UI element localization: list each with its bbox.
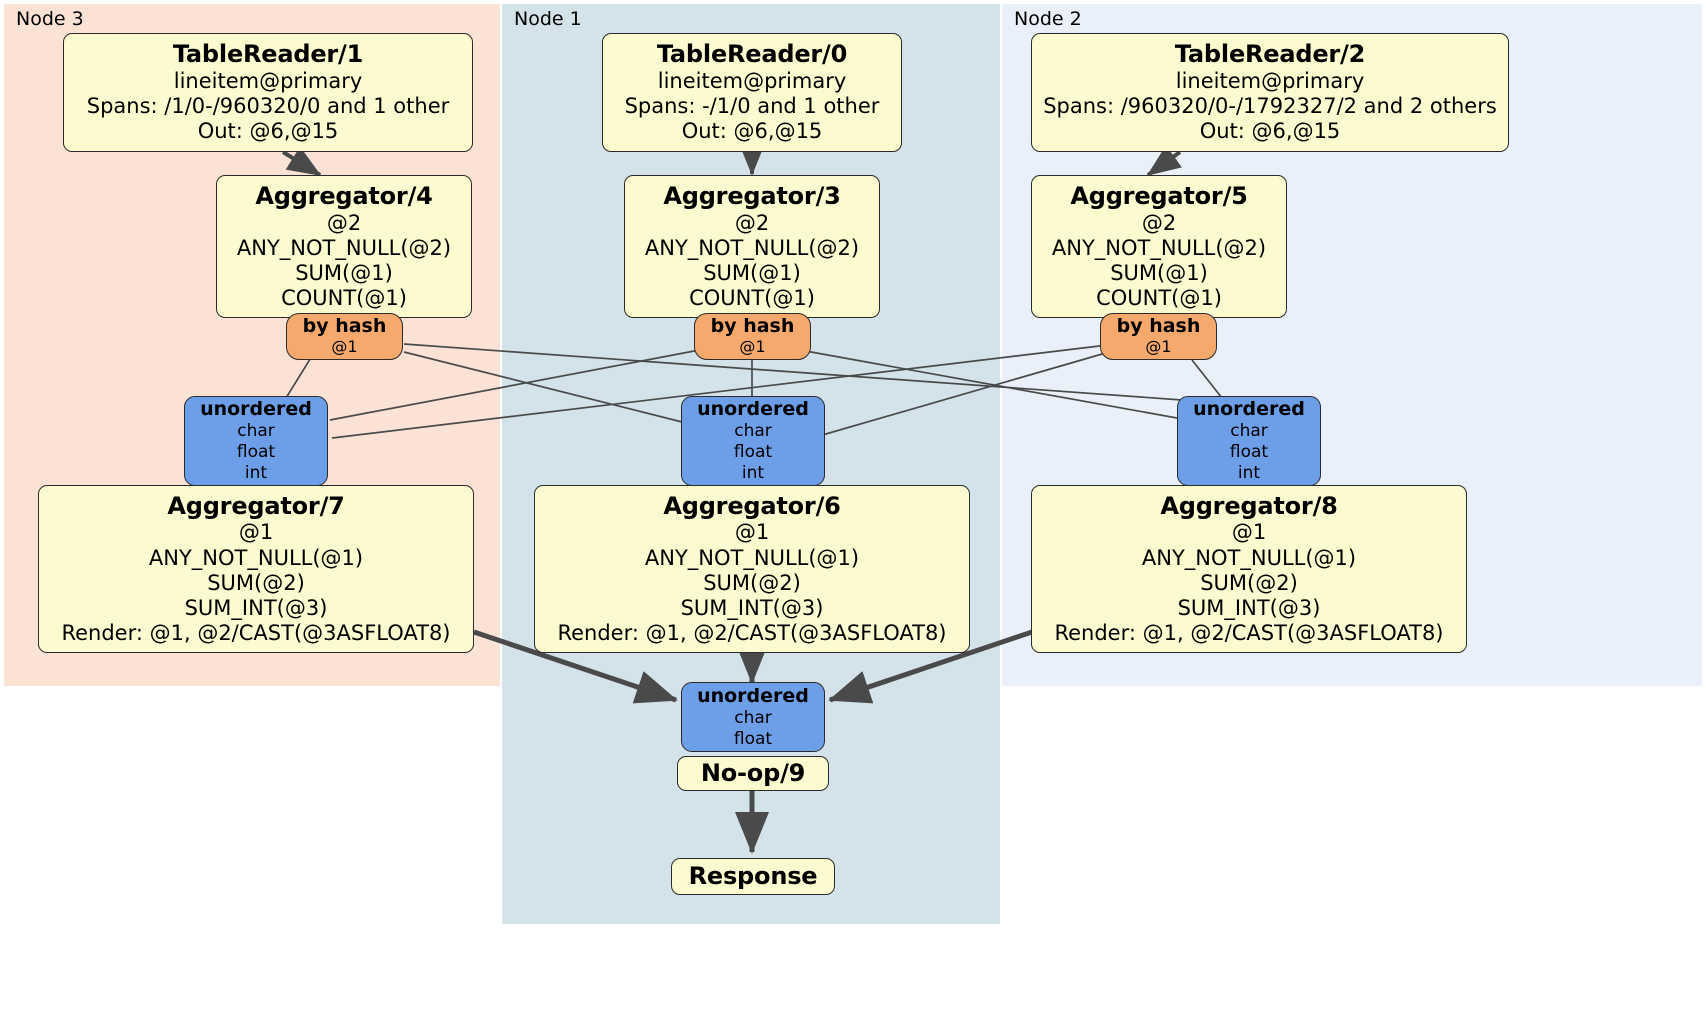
processor-aggregator-6[interactable]: Aggregator/6 @1 ANY_NOT_NULL(@1) SUM(@2)…: [534, 485, 970, 653]
synchronizer-title: unordered: [697, 684, 809, 707]
processor-line: SUM(@2): [703, 570, 801, 595]
synchronizer-line: float: [1229, 442, 1269, 463]
processor-line: lineitem@primary: [173, 69, 363, 94]
router-title: by hash: [302, 315, 387, 338]
processor-line: @1: [1231, 520, 1267, 545]
processor-line: Render: @1, @2/CAST(@3ASFLOAT8): [557, 621, 947, 646]
processor-title: Aggregator/5: [1070, 181, 1248, 210]
processor-line: lineitem@primary: [1175, 69, 1365, 94]
processor-title: No-op/9: [700, 759, 806, 788]
processor-aggregator-7[interactable]: Aggregator/7 @1 ANY_NOT_NULL(@1) SUM(@2)…: [38, 485, 474, 653]
processor-line: @2: [734, 210, 770, 235]
processor-line: SUM_INT(@3): [184, 595, 328, 620]
processor-line: Spans: -/1/0 and 1 other: [624, 94, 880, 119]
processor-line: SUM(@2): [1200, 570, 1298, 595]
processor-line: SUM_INT(@3): [1177, 595, 1321, 620]
processor-line: Render: @1, @2/CAST(@3ASFLOAT8): [1054, 621, 1444, 646]
synchronizer-unordered-final[interactable]: unordered char float: [681, 682, 825, 752]
processor-line: ANY_NOT_NULL(@1): [644, 545, 860, 570]
router-line: @1: [739, 337, 766, 357]
processor-title: Aggregator/8: [1160, 491, 1338, 520]
synchronizer-title: unordered: [697, 398, 809, 421]
processor-no-op-9[interactable]: No-op/9: [677, 756, 829, 791]
processor-line: @1: [734, 520, 770, 545]
synchronizer-line: float: [733, 728, 773, 749]
node-panel-label-node1: Node 1: [514, 8, 582, 30]
processor-tablereader-2[interactable]: TableReader/2 lineitem@primary Spans: /9…: [1031, 33, 1509, 152]
processor-line: ANY_NOT_NULL(@1): [148, 545, 364, 570]
processor-line: ANY_NOT_NULL(@2): [236, 235, 452, 260]
router-title: by hash: [710, 315, 795, 338]
processor-line: Out: @6,@15: [681, 119, 823, 144]
processor-line: Render: @1, @2/CAST(@3ASFLOAT8): [61, 621, 451, 646]
synchronizer-unordered-right[interactable]: unordered char float int: [1177, 396, 1321, 486]
processor-aggregator-4[interactable]: Aggregator/4 @2 ANY_NOT_NULL(@2) SUM(@1)…: [216, 175, 472, 318]
processor-title: Aggregator/4: [255, 181, 433, 210]
processor-title: Aggregator/6: [663, 491, 841, 520]
node-panel-label-node2: Node 2: [1014, 8, 1082, 30]
router-title: by hash: [1116, 315, 1201, 338]
processor-line: Out: @6,@15: [197, 119, 339, 144]
router-by-hash-left[interactable]: by hash @1: [286, 313, 403, 360]
node-panel-label-node3: Node 3: [16, 8, 84, 30]
processor-line: Spans: /1/0-/960320/0 and 1 other: [86, 94, 450, 119]
synchronizer-line: char: [734, 707, 772, 728]
processor-line: SUM(@2): [207, 570, 305, 595]
router-line: @1: [1145, 337, 1172, 357]
processor-aggregator-3[interactable]: Aggregator/3 @2 ANY_NOT_NULL(@2) SUM(@1)…: [624, 175, 880, 318]
processor-tablereader-0[interactable]: TableReader/0 lineitem@primary Spans: -/…: [602, 33, 902, 152]
processor-line: SUM(@1): [1110, 260, 1208, 285]
processor-line: Spans: /960320/0-/1792327/2 and 2 others: [1043, 94, 1497, 119]
processor-title: TableReader/2: [1174, 40, 1366, 69]
processor-line: SUM(@1): [295, 260, 393, 285]
processor-line: @2: [326, 210, 362, 235]
processor-line: Out: @6,@15: [1199, 119, 1341, 144]
processor-line: ANY_NOT_NULL(@2): [1051, 235, 1267, 260]
processor-aggregator-8[interactable]: Aggregator/8 @1 ANY_NOT_NULL(@1) SUM(@2)…: [1031, 485, 1467, 653]
processor-aggregator-5[interactable]: Aggregator/5 @2 ANY_NOT_NULL(@2) SUM(@1)…: [1031, 175, 1287, 318]
synchronizer-line: float: [236, 442, 276, 463]
processor-title: TableReader/1: [172, 40, 364, 69]
processor-title: Aggregator/7: [167, 491, 345, 520]
processor-response[interactable]: Response: [671, 858, 835, 895]
synchronizer-title: unordered: [200, 398, 312, 421]
synchronizer-line: int: [741, 462, 765, 483]
processor-title: Aggregator/3: [663, 181, 841, 210]
synchronizer-line: char: [237, 421, 275, 442]
synchronizer-line: float: [733, 442, 773, 463]
processor-line: SUM_INT(@3): [680, 595, 824, 620]
synchronizer-unordered-center[interactable]: unordered char float int: [681, 396, 825, 486]
processor-line: ANY_NOT_NULL(@2): [644, 235, 860, 260]
synchronizer-line: char: [734, 421, 772, 442]
synchronizer-line: char: [1230, 421, 1268, 442]
router-by-hash-right[interactable]: by hash @1: [1100, 313, 1217, 360]
synchronizer-line: int: [244, 462, 268, 483]
router-by-hash-center[interactable]: by hash @1: [694, 313, 811, 360]
processor-tablereader-1[interactable]: TableReader/1 lineitem@primary Spans: /1…: [63, 33, 473, 152]
processor-line: ANY_NOT_NULL(@1): [1141, 545, 1357, 570]
processor-line: COUNT(@1): [1096, 286, 1222, 311]
synchronizer-title: unordered: [1193, 398, 1305, 421]
processor-line: @1: [238, 520, 274, 545]
processor-line: lineitem@primary: [657, 69, 847, 94]
processor-line: SUM(@1): [703, 260, 801, 285]
processor-line: @2: [1141, 210, 1177, 235]
processor-line: COUNT(@1): [281, 286, 407, 311]
processor-title: TableReader/0: [656, 40, 848, 69]
synchronizer-unordered-left[interactable]: unordered char float int: [184, 396, 328, 486]
synchronizer-line: int: [1237, 462, 1261, 483]
processor-title: Response: [688, 862, 818, 891]
router-line: @1: [331, 337, 358, 357]
processor-line: COUNT(@1): [689, 286, 815, 311]
